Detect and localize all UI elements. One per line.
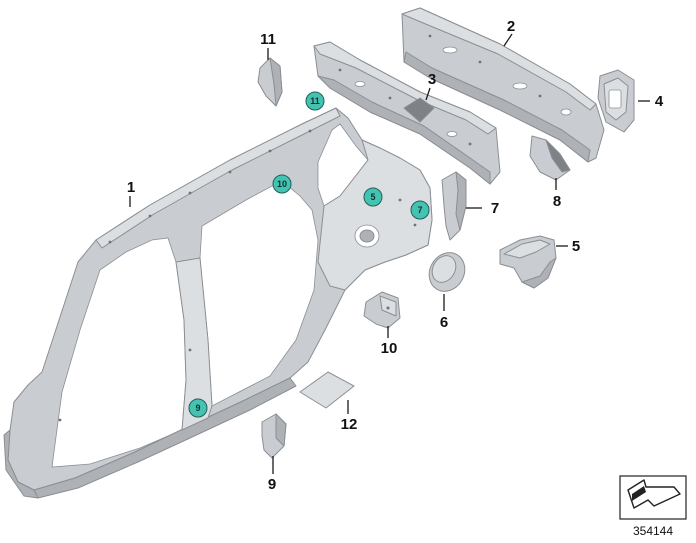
bracket-part: [597, 69, 635, 133]
callout-8: 8: [553, 193, 561, 210]
marker-9: 9: [188, 398, 208, 418]
svg-text:9: 9: [195, 403, 200, 413]
svg-text:10: 10: [277, 179, 287, 189]
leader-lines: [129, 33, 650, 474]
doc-number: 354144: [633, 524, 673, 538]
callout-2: 2: [507, 18, 515, 35]
svg-text:11: 11: [310, 96, 320, 106]
small-bracket-part: [363, 291, 401, 329]
position-markers: 11 10 5 7 9: [188, 91, 430, 418]
svg-text:7: 7: [417, 205, 422, 215]
callout-12: 12: [341, 416, 358, 433]
marker-7: 7: [410, 200, 430, 220]
callout-numbers: 1 2 3 4 5 6 7 8 9 10 11 12: [127, 18, 664, 493]
callout-5: 5: [572, 238, 580, 255]
callout-11: 11: [260, 31, 276, 48]
svg-text:5: 5: [370, 192, 375, 202]
brace-part: [499, 235, 557, 289]
lower-bracket-part: [261, 413, 287, 459]
callout-6: 6: [440, 314, 448, 331]
marker-10: 10: [272, 174, 292, 194]
side-frame-part: [3, 107, 433, 499]
doc-reference: 354144: [619, 475, 687, 538]
marker-5: 5: [363, 187, 383, 207]
callout-1: 1: [127, 179, 135, 196]
panel-part: [441, 171, 467, 241]
plate-part: [299, 371, 355, 409]
roof-cross-member-part: [313, 41, 501, 185]
support-bracket-part: [529, 135, 571, 181]
fuel-flap-part: [428, 252, 466, 292]
arrow-icon: [627, 479, 681, 509]
callout-7: 7: [491, 200, 499, 217]
callout-3: 3: [428, 71, 436, 88]
callout-9: 9: [268, 476, 276, 493]
gusset-part: [257, 57, 283, 107]
cross-member-part: [401, 7, 605, 163]
callout-4: 4: [655, 93, 664, 110]
callout-10: 10: [381, 340, 398, 357]
marker-11: 11: [305, 91, 325, 111]
